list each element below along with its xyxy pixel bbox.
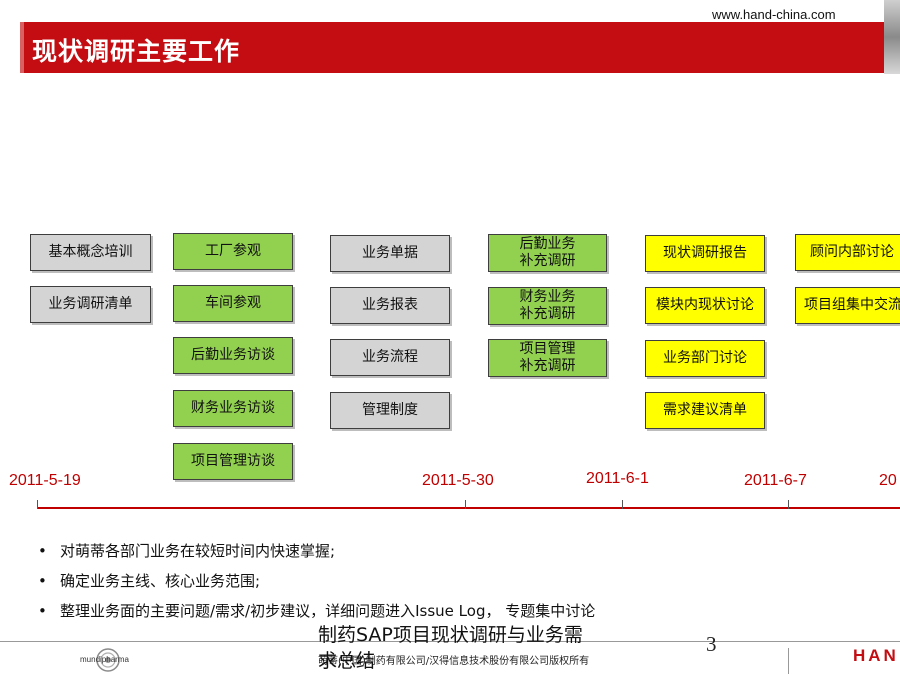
bullet-text: 对萌蒂各部门业务在较短时间内快速掌握; xyxy=(60,542,336,560)
date-label-1: 2011-5-19 xyxy=(9,472,81,489)
box-requirement-list: 需求建议清单 xyxy=(645,392,765,429)
box-business-process: 业务流程 xyxy=(330,339,450,376)
title-bar: 现状调研主要工作 xyxy=(20,22,888,73)
box-management-rules: 管理制度 xyxy=(330,392,450,429)
timeline-tick xyxy=(788,500,789,509)
box-module-discussion: 模块内现状讨论 xyxy=(645,287,765,324)
timeline-axis xyxy=(37,507,900,509)
box-finance-interview: 财务业务访谈 xyxy=(173,390,293,427)
timeline-tick xyxy=(622,500,623,509)
bullet-text: 确定业务主线、核心业务范围; xyxy=(60,572,261,590)
copyright-text: 萌蒂(中国)制药有限公司/汉得信息技术股份有限公司版权所有 xyxy=(318,656,590,667)
box-project-mgmt-supplement: 项目管理 补充调研 xyxy=(488,339,607,377)
date-label-3: 2011-6-1 xyxy=(586,470,649,487)
bullet-dot-icon: • xyxy=(38,572,47,590)
timeline-tick xyxy=(465,500,466,509)
bullet-item-2: • 确定业务主线、核心业务范围; xyxy=(38,570,260,591)
box-status-report: 现状调研报告 xyxy=(645,235,765,272)
box-department-discussion: 业务部门讨论 xyxy=(645,340,765,377)
timeline-tick xyxy=(37,500,38,509)
box-business-reports: 业务报表 xyxy=(330,287,450,324)
footer-divider-line xyxy=(0,641,900,642)
bullet-dot-icon: • xyxy=(38,542,47,560)
website-url[interactable]: www.hand-china.com xyxy=(712,7,836,22)
box-logistics-interview: 后勤业务访谈 xyxy=(173,337,293,374)
corner-photo xyxy=(884,0,900,74)
box-team-exchange: 项目组集中交流 xyxy=(795,287,900,324)
box-logistics-supplement: 后勤业务 补充调研 xyxy=(488,234,607,272)
date-label-5: 20 xyxy=(879,472,897,489)
mundipharma-logo-text: mundipharma xyxy=(80,655,129,664)
box-project-mgmt-interview: 项目管理访谈 xyxy=(173,443,293,480)
mundipharma-logo-icon xyxy=(96,648,120,672)
overlay-document-title: 制药SAP项目现状调研与业务需求总结 xyxy=(318,624,583,672)
box-workshop-visit: 车间参观 xyxy=(173,285,293,322)
slide-title: 现状调研主要工作 xyxy=(32,37,241,66)
box-finance-supplement: 财务业务 补充调研 xyxy=(488,287,607,325)
box-research-checklist: 业务调研清单 xyxy=(30,286,151,323)
page-number: 3 xyxy=(706,632,717,656)
date-label-2: 2011-5-30 xyxy=(422,472,494,489)
title-bar-accent xyxy=(20,22,24,73)
box-factory-visit: 工厂参观 xyxy=(173,233,293,270)
bullet-item-3: • 整理业务面的主要问题/需求/初步建议，详细问题进入Issue Log， 专题集… xyxy=(38,600,595,621)
box-consultant-discussion: 顾问内部讨论 xyxy=(795,234,900,271)
bullet-item-1: • 对萌蒂各部门业务在较短时间内快速掌握; xyxy=(38,540,335,561)
box-basic-concept-training: 基本概念培训 xyxy=(30,234,151,271)
bullet-text: 整理业务面的主要问题/需求/初步建议，详细问题进入Issue Log， 专题集中… xyxy=(60,602,596,620)
footer-vertical-divider xyxy=(788,648,789,674)
bullet-dot-icon: • xyxy=(38,602,47,620)
hand-logo: HAN xyxy=(853,646,899,665)
date-label-4: 2011-6-7 xyxy=(744,472,807,489)
box-business-documents: 业务单据 xyxy=(330,235,450,272)
